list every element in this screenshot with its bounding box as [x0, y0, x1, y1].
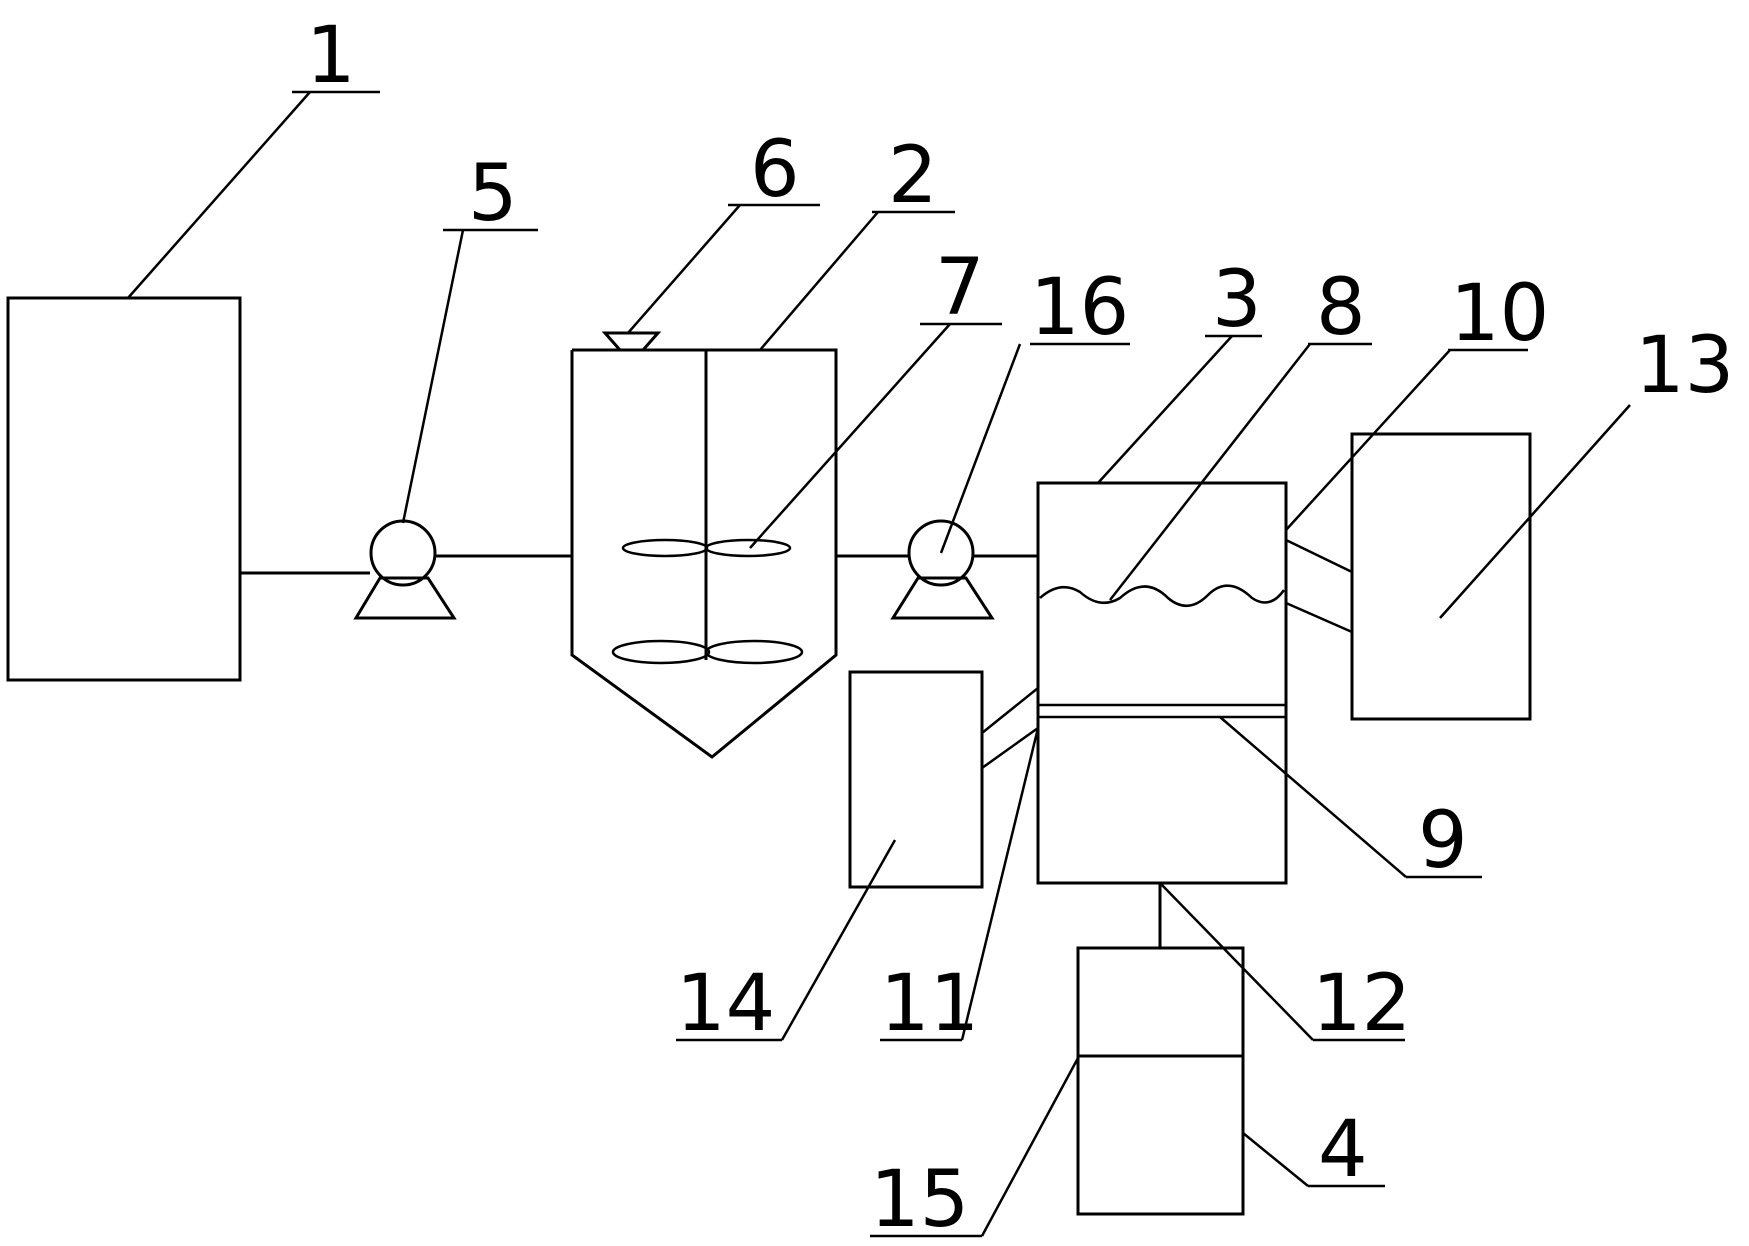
- label-3: 3: [1212, 255, 1262, 345]
- component-13-box: [1350, 432, 1532, 721]
- component-1-tank: [6, 296, 242, 682]
- label-13: 13: [1635, 321, 1734, 411]
- label-16: 16: [1030, 263, 1129, 353]
- label-11: 11: [880, 959, 979, 1049]
- label-8: 8: [1316, 263, 1366, 353]
- label-6: 6: [750, 125, 800, 215]
- liquid-surface-8: [1039, 584, 1286, 607]
- component-3-vessel: [1036, 481, 1288, 885]
- leader-lines: [127, 90, 1631, 1238]
- membrane-9: [1036, 703, 1288, 719]
- component-4-collector: [1076, 946, 1245, 1216]
- label-4: 4: [1318, 1105, 1368, 1195]
- stirrer-7: [611, 350, 804, 665]
- label-12: 12: [1312, 959, 1411, 1049]
- component-14-box: [848, 670, 984, 889]
- pump-16: [890, 519, 995, 620]
- pump-5: [353, 519, 457, 620]
- label-1: 1: [306, 11, 356, 101]
- component-2-reactor: [570, 331, 838, 759]
- label-14: 14: [676, 959, 775, 1049]
- label-15: 15: [870, 1155, 969, 1245]
- label-9: 9: [1418, 796, 1468, 886]
- label-5: 5: [468, 149, 518, 239]
- connection-10: [1285, 538, 1353, 634]
- label-7: 7: [935, 243, 985, 333]
- label-2: 2: [888, 131, 938, 221]
- label-10: 10: [1450, 269, 1549, 359]
- connection-11: [981, 687, 1039, 770]
